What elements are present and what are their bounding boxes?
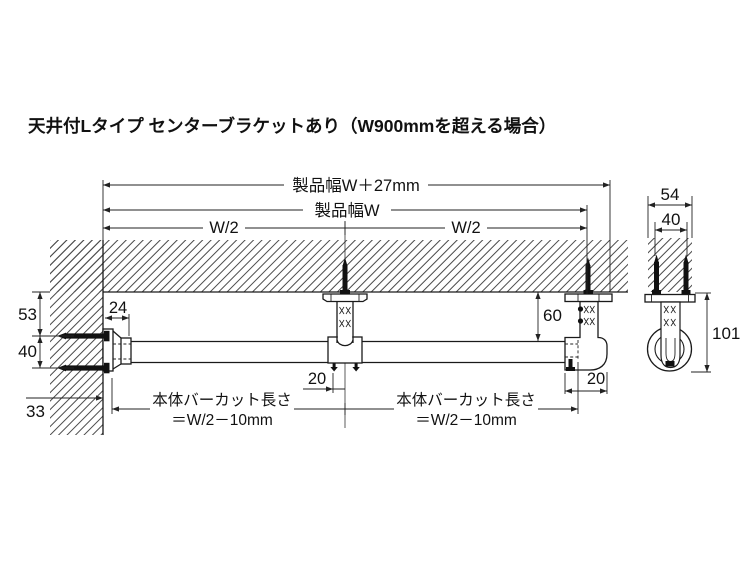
dim-label-product-width: 製品幅W — [314, 201, 380, 220]
ceiling-screw-side-right — [681, 254, 691, 295]
side-flange-plate — [644, 293, 696, 303]
side-view — [644, 254, 696, 372]
dim-label-24: 24 — [109, 299, 127, 317]
ceiling-screw-center — [340, 257, 350, 295]
dim-product-width: 製品幅W — [103, 201, 588, 294]
right-flange-plate — [564, 293, 613, 303]
dim-label-53: 53 — [18, 305, 37, 324]
bar-cut-right-label-2: ＝W/2－10mm — [415, 412, 517, 429]
dim-label-side-40: 40 — [662, 210, 681, 229]
side-set-screw — [577, 318, 584, 324]
dim-label-101: 101 — [712, 324, 740, 343]
right-elbow-bracket — [564, 257, 613, 371]
dim-bar-cut-left: 本体バーカット長さ ＝W/2－10mm — [111, 378, 346, 429]
elbow-body — [564, 300, 608, 371]
hanger-strap — [660, 301, 681, 369]
knurl-marks — [663, 305, 676, 327]
dim-bar-cut-right: 本体バーカット長さ ＝W/2－10mm — [345, 362, 579, 429]
knurl-marks — [583, 305, 595, 326]
dim-right-20: 20 — [564, 370, 608, 394]
center-flange-plate — [322, 293, 368, 303]
dim-label-40: 40 — [18, 342, 37, 361]
bar-cut-left-label-2: ＝W/2－10mm — [171, 412, 273, 429]
dim-label-54: 54 — [661, 185, 680, 204]
dim-ceiling-to-bar: 60 — [535, 292, 562, 341]
drawing-title: 天井付Lタイプ センターブラケットあり（W900mmを超える場合） — [28, 116, 556, 136]
bar-cut-right-label-1: 本体バーカット長さ — [396, 391, 536, 409]
center-bracket — [322, 257, 368, 372]
center-clamp-block — [327, 336, 363, 364]
strap-clamp-tab — [665, 361, 675, 367]
dim-label-half-width-left: W/2 — [209, 219, 238, 237]
dim-label-right-20: 20 — [587, 370, 605, 388]
dim-side-plate-width: 54 — [647, 185, 693, 238]
dim-half-widths: W/2 W/2 — [103, 219, 587, 237]
dim-label-60: 60 — [543, 306, 562, 325]
dim-socket-depth: 24 — [105, 299, 130, 336]
ceiling-screw-side-left — [652, 254, 661, 295]
knurl-marks — [339, 306, 351, 328]
dim-label-product-width-plus27: 製品幅W＋27mm — [292, 176, 419, 195]
bottom-set-screw — [566, 359, 575, 371]
bar-cut-left-label-1: 本体バーカット長さ — [152, 391, 292, 409]
dim-side-total-height: 101 — [691, 292, 740, 373]
dim-label-center-20: 20 — [308, 370, 326, 388]
set-screw-arrows — [330, 363, 360, 372]
dim-wall-margin: 33 — [26, 395, 103, 421]
dim-product-width-plus27: 製品幅W＋27mm — [102, 176, 611, 292]
dim-left-heights: 53 40 — [18, 291, 74, 369]
dim-label-33: 33 — [26, 402, 45, 421]
ceiling-hatch — [50, 240, 628, 292]
dim-label-half-width-right: W/2 — [451, 219, 480, 237]
side-set-screw — [577, 306, 584, 312]
dim-center-20: 20 — [303, 370, 345, 393]
dim-side-screw-pitch: 40 — [654, 210, 688, 256]
